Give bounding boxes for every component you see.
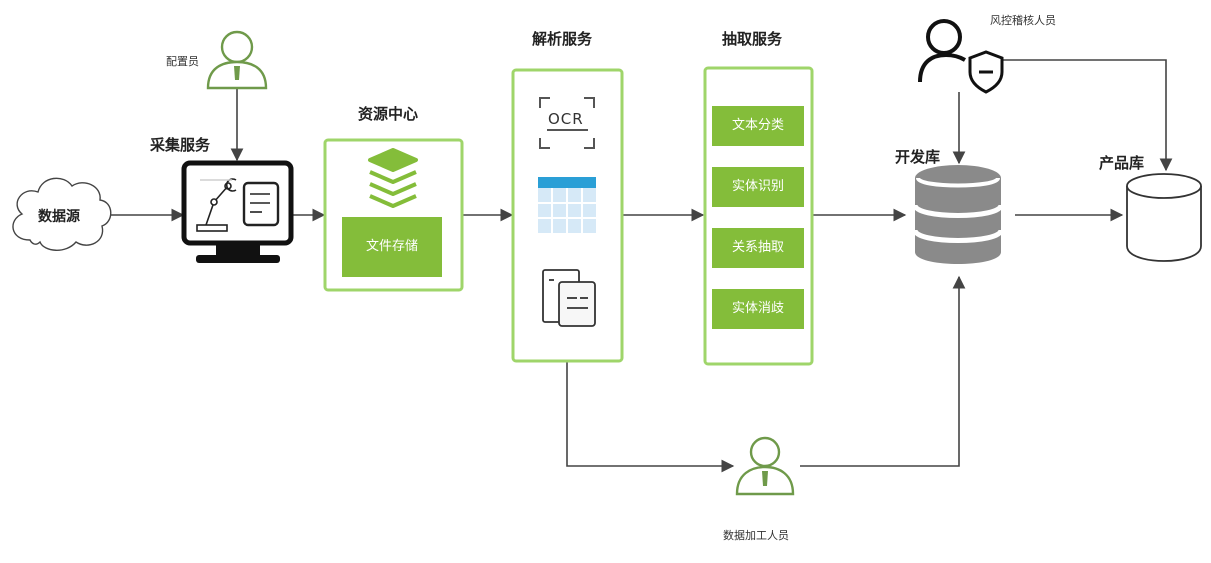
- text-classification-button: 文本分类: [712, 106, 804, 146]
- relation-extraction-button: 关系抽取: [712, 228, 804, 268]
- robot-arm-monitor-icon: [181, 160, 294, 263]
- arrow-parsing-to-processor: [566, 362, 735, 473]
- collection-service-label: 采集服务: [150, 136, 211, 154]
- layers-icon: [368, 148, 418, 208]
- person-icon: [206, 30, 268, 90]
- shield-person-icon: [918, 19, 1004, 94]
- product-db-label: 产品库: [1099, 154, 1145, 172]
- person-icon: [735, 436, 795, 496]
- parsing-service-label: 解析服务: [532, 30, 593, 48]
- database-icon: [912, 165, 1004, 264]
- table-icon: [538, 177, 596, 233]
- arrow-processor-to-devdb: [800, 275, 966, 467]
- document-icon: [542, 269, 596, 327]
- connectors: [108, 59, 1173, 473]
- file-storage-button: 文件存储: [342, 217, 442, 277]
- arrow-reviewer-to-productdb: [1002, 59, 1173, 172]
- entity-recognition-button: 实体识别: [712, 167, 804, 207]
- ocr-text: OCR: [548, 110, 584, 128]
- dev-db-label: 开发库: [895, 148, 941, 166]
- entity-disambiguation-button: 实体消歧: [712, 289, 804, 329]
- extraction-service-label: 抽取服务: [722, 30, 783, 48]
- data-source-label: 数据源: [38, 209, 80, 225]
- data-processor-label: 数据加工人员: [723, 529, 789, 542]
- resource-center-label: 资源中心: [358, 105, 419, 123]
- cloud-icon: [12, 177, 112, 251]
- ocr-scan-icon: [539, 97, 595, 149]
- cylinder-icon: [1126, 173, 1202, 262]
- risk-reviewer-label: 风控稽核人员: [990, 14, 1056, 27]
- configurator-label: 配置员: [166, 55, 199, 68]
